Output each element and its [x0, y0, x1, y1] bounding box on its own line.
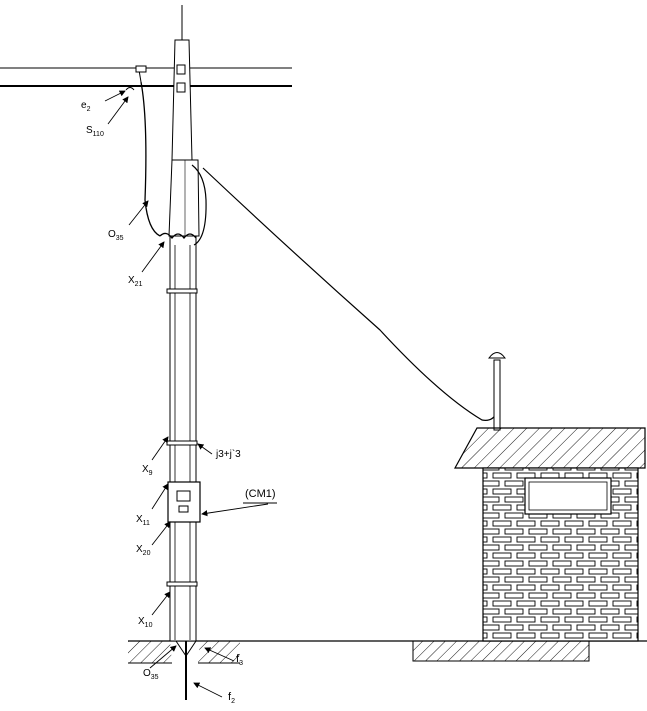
meter-box [167, 481, 201, 523]
label-o35-bottom: O35 [143, 668, 159, 681]
label-f2: f2 [228, 691, 235, 705]
label-j3: j3+j`3 [215, 448, 241, 460]
building-foundation [412, 640, 590, 662]
label-x9: X9 [142, 464, 153, 477]
leader-lines [104, 90, 269, 698]
drop-conductor [125, 65, 161, 237]
house [453, 427, 646, 642]
label-x10: X10 [138, 616, 153, 629]
label-x21: X21 [128, 275, 143, 288]
label-x11: X11 [136, 514, 150, 527]
label-s110: S110 [86, 125, 104, 138]
utility-pole [159, 5, 207, 642]
label-o35-top: O35 [108, 229, 124, 242]
ground-rod [175, 640, 197, 700]
label-f3: f3 [236, 653, 243, 667]
label-cm1: (CM1) [245, 488, 276, 500]
label-x20: X20 [136, 544, 151, 557]
service-cable [202, 167, 498, 421]
label-e2: e2 [81, 100, 91, 113]
